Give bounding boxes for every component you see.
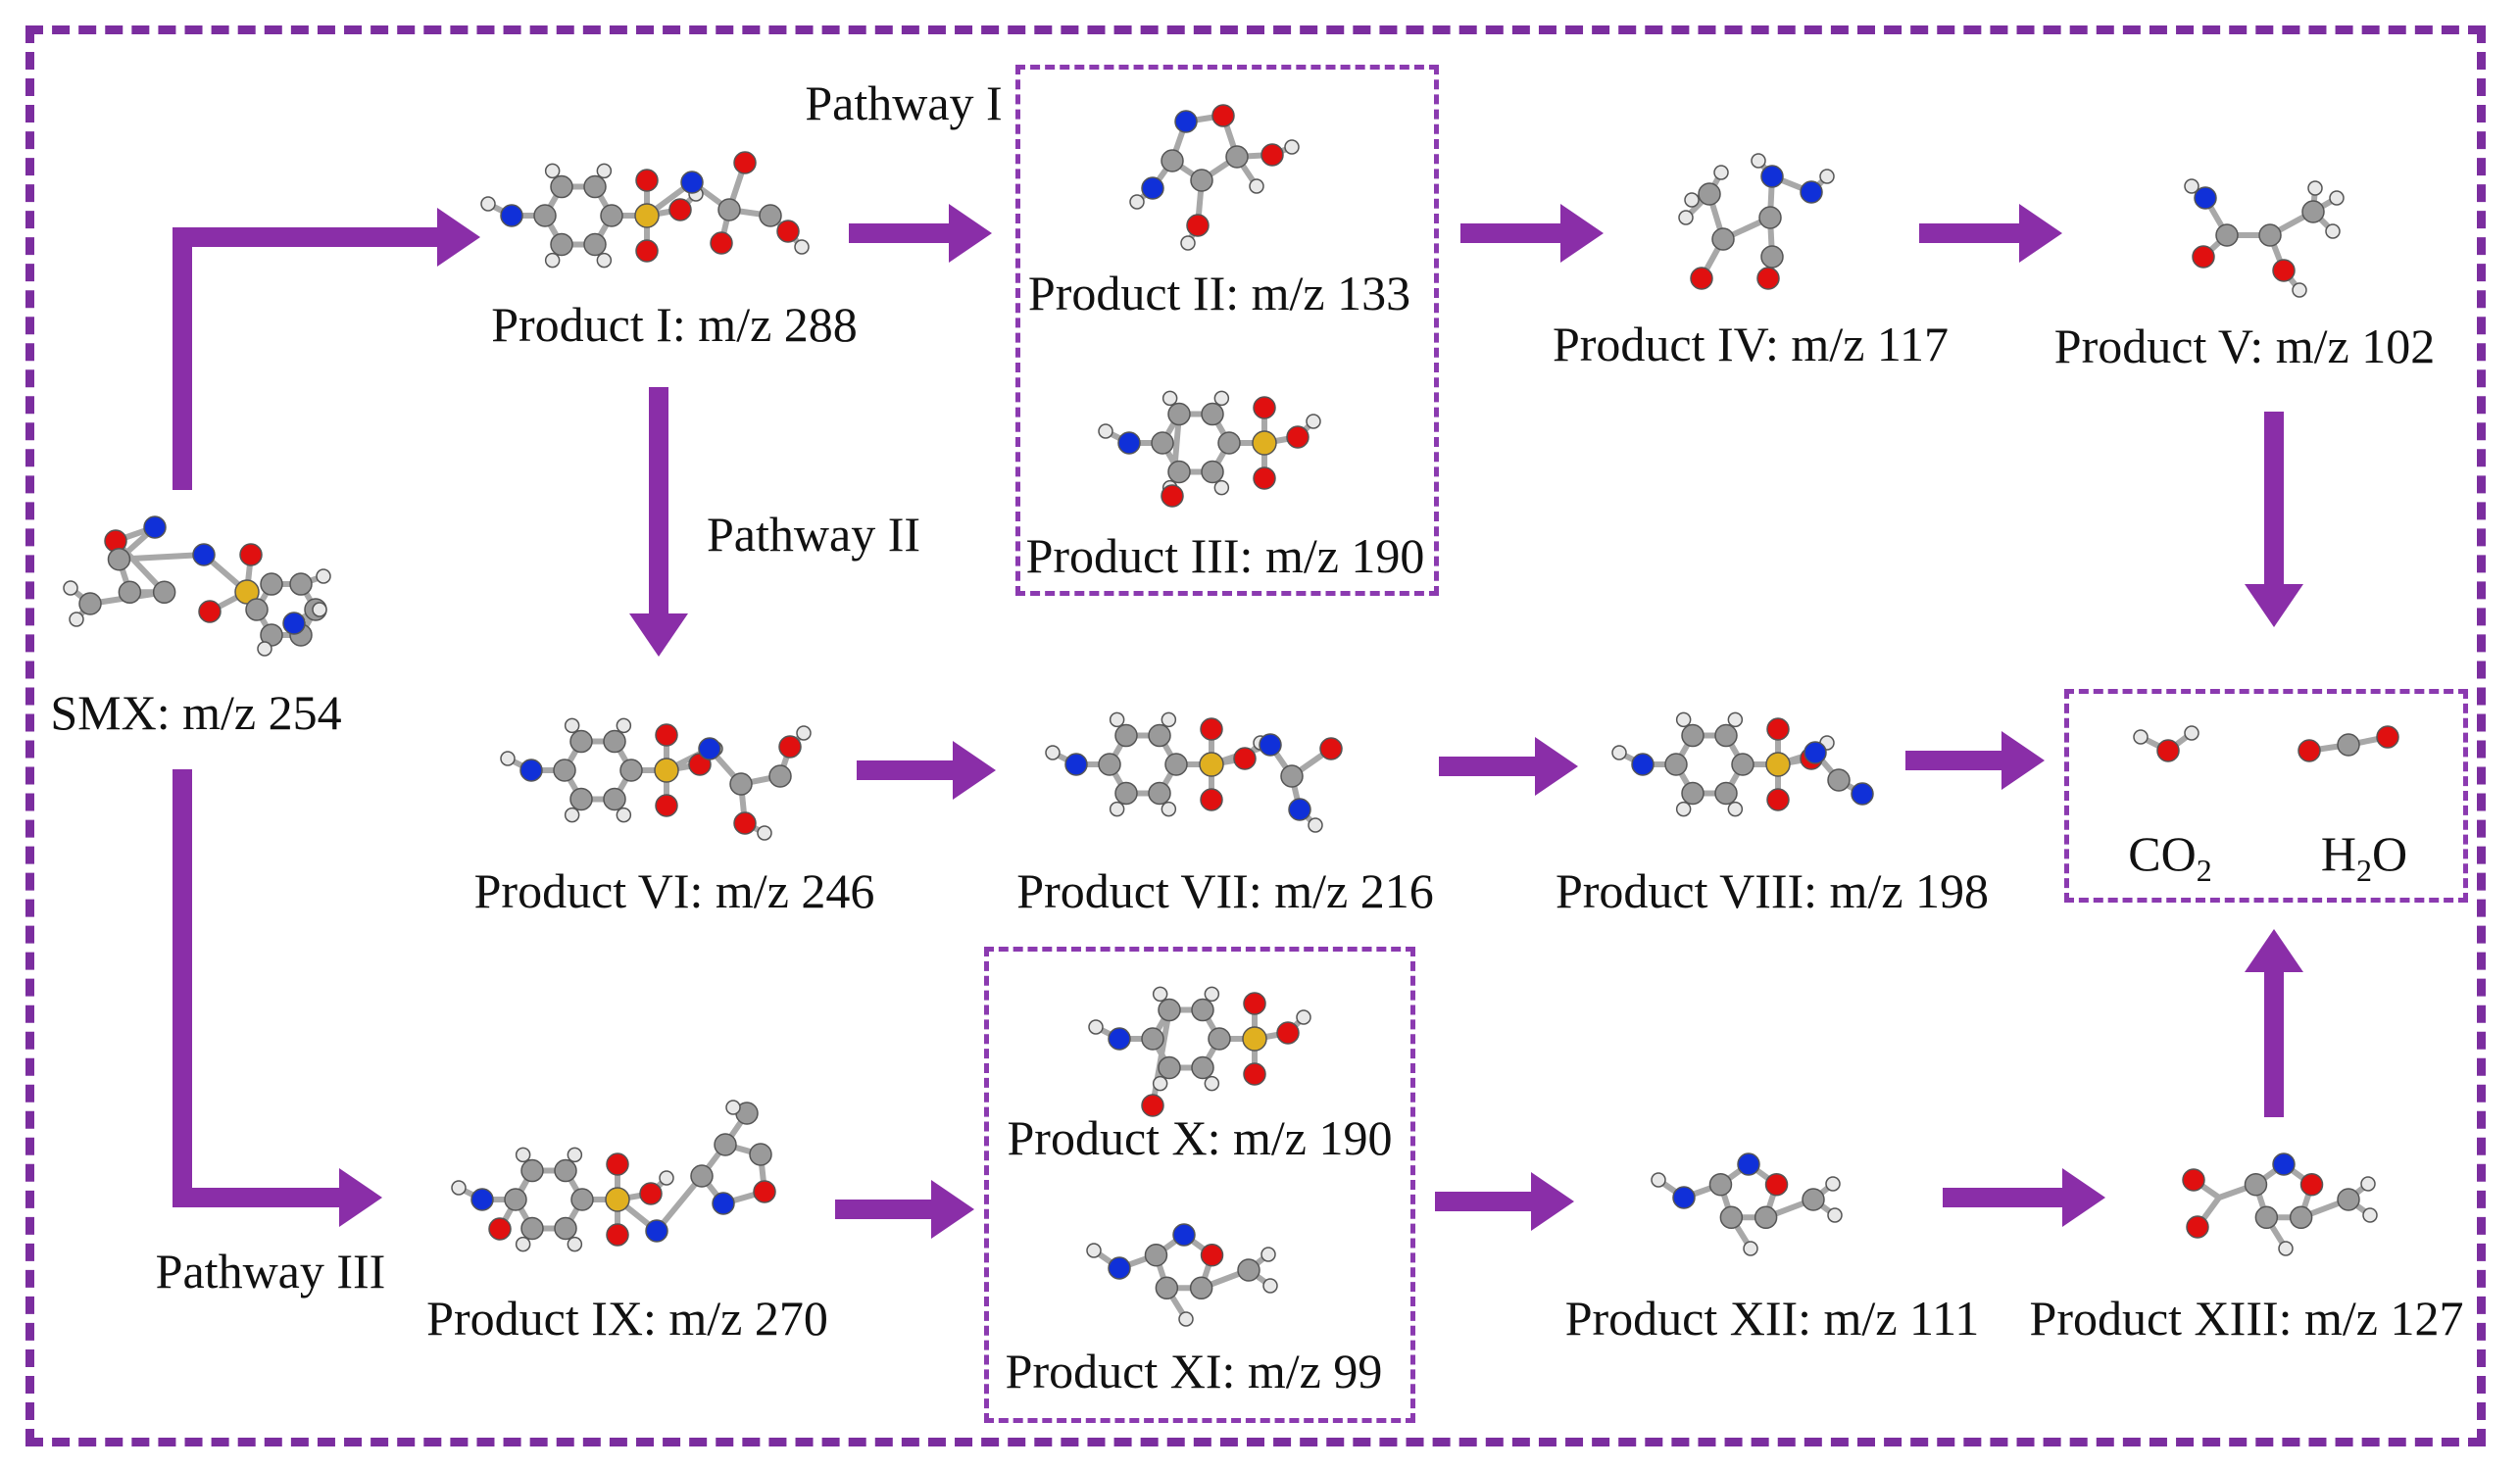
molecule-label-p13: Product XIII: m/z 127	[2029, 1291, 2464, 1346]
molecule-p2	[1129, 104, 1300, 251]
molecule-p5	[2184, 178, 2345, 298]
h2o-text-o: O	[2372, 826, 2408, 881]
pathway-1-label: Pathway I	[805, 75, 1003, 130]
arrow-p13-to-final	[2245, 929, 2303, 1117]
molecule-label-p1: Product I: m/z 288	[491, 297, 858, 352]
arrow-p9-to-group	[835, 1180, 974, 1239]
arrow-p7-to-p8	[1439, 737, 1578, 796]
molecule-label-p3: Product III: m/z 190	[1025, 528, 1425, 583]
arrow-smx-to-p9	[173, 769, 382, 1227]
group-box-final-products	[2064, 689, 2468, 903]
molecule-smx	[63, 515, 331, 657]
arrow-layer	[173, 204, 2303, 1239]
molecule-p8	[1611, 711, 1874, 817]
outer-dashed-frame	[25, 25, 2486, 1446]
molecule-p3	[1098, 390, 1321, 508]
arrow-p8-to-final	[1905, 731, 2045, 790]
molecule-label-p4: Product IV: m/z 117	[1552, 317, 1950, 371]
arrow-p4-to-p5	[1919, 204, 2062, 263]
h2o-text-h: H	[2320, 826, 2356, 881]
co2-text: CO	[2128, 826, 2197, 881]
molecule-label-p11: Product XI: m/z 99	[1005, 1344, 1383, 1398]
molecule-label-p5: Product V: m/z 102	[2053, 318, 2436, 373]
molecule-water-glyph	[2133, 725, 2199, 762]
molecule-p11	[1086, 1223, 1278, 1327]
molecule-p13	[2182, 1152, 2378, 1256]
molecule-p4	[1678, 153, 1835, 290]
molecule-label-p8: Product VIII: m/z 198	[1555, 863, 1990, 918]
arrow-p5-to-final	[2245, 412, 2303, 627]
final-label-h2o: H2O	[2321, 829, 2407, 886]
arrow-p1-to-p6	[629, 387, 688, 657]
molecule-label-p2: Product II: m/z 133	[1027, 266, 1411, 320]
molecule-p9	[451, 1100, 776, 1252]
arrow-p1-to-group	[849, 204, 992, 263]
arrow-smx-to-p1	[173, 208, 480, 490]
molecule-p12	[1651, 1152, 1843, 1256]
pathway-2-label: Pathway II	[707, 507, 920, 562]
final-label-co2: CO2	[2128, 829, 2211, 886]
arrow-group-to-p4	[1460, 204, 1604, 263]
group-box-products-10-11	[984, 947, 1415, 1423]
molecule-p1	[480, 151, 810, 269]
molecule-layer	[63, 104, 2399, 1327]
molecule-p10	[1088, 986, 1311, 1117]
arrow-p12-to-p13	[1943, 1168, 2105, 1227]
h2o-subscript: 2	[2356, 853, 2372, 888]
pathway-3-label: Pathway III	[155, 1244, 386, 1298]
arrow-p6-to-p7	[857, 741, 996, 800]
molecule-label-p10: Product X: m/z 190	[1007, 1110, 1393, 1165]
molecule-label-p9: Product IX: m/z 270	[426, 1291, 828, 1346]
molecule-label-smx: SMX: m/z 254	[50, 685, 342, 740]
molecule-label-p7: Product VII: m/z 216	[1016, 863, 1434, 918]
molecule-p6	[500, 717, 812, 841]
group-box-products-2-3	[1015, 65, 1439, 596]
molecule-label-p6: Product VI: m/z 246	[473, 863, 875, 918]
molecule-co2-glyph	[2298, 725, 2399, 762]
molecule-p7	[1045, 711, 1343, 833]
arrow-group-to-p12	[1435, 1172, 1574, 1231]
molecule-label-p12: Product XII: m/z 111	[1564, 1291, 1980, 1346]
co2-subscript: 2	[2196, 853, 2212, 888]
